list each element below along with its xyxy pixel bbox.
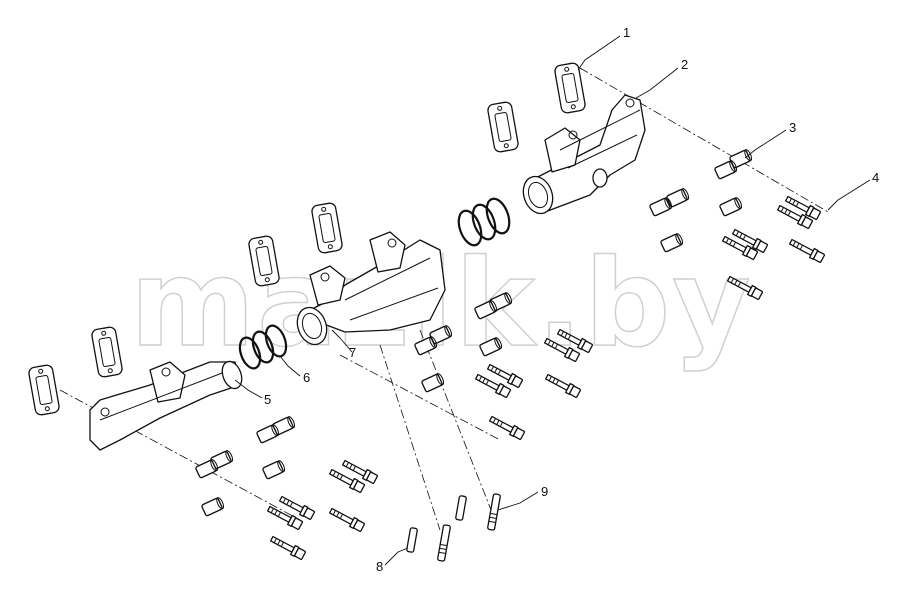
bolt: [328, 468, 366, 493]
gasket: [91, 326, 123, 378]
callout-7: 7: [349, 345, 356, 360]
spacer-sleeve: [474, 300, 498, 320]
stud: [437, 524, 451, 562]
assembly-axes: [59, 67, 831, 531]
seal-rings: [238, 197, 511, 370]
spacer-sleeve: [421, 373, 445, 393]
leader-lines: [234, 35, 871, 566]
gasket: [487, 101, 519, 153]
manifold-rear-section: [522, 94, 646, 215]
spacer-sleeve: [660, 233, 684, 253]
spacer-sleeve: [714, 160, 738, 180]
bolt: [731, 228, 769, 253]
bolt: [544, 373, 582, 398]
spacer-sleeve: [195, 459, 219, 479]
callouts: 1 2 3 4 5 6 7 8 9: [264, 25, 879, 574]
gaskets: [28, 62, 586, 416]
bolt: [776, 204, 814, 229]
spacer-sleeve: [262, 460, 286, 480]
bolts: [266, 195, 826, 560]
stud: [487, 493, 501, 531]
bolt: [486, 363, 524, 388]
bolt: [488, 415, 526, 440]
spacer-sleeve: [719, 197, 743, 217]
bolt: [269, 535, 307, 560]
gasket: [28, 364, 60, 416]
callout-9: 9: [541, 484, 548, 499]
bolt: [556, 328, 594, 353]
bolt: [784, 195, 822, 220]
studs: [406, 493, 501, 562]
stud: [455, 495, 467, 521]
gasket: [311, 202, 343, 254]
callout-2: 2: [681, 57, 688, 72]
gasket: [248, 235, 280, 287]
bolt: [788, 238, 826, 263]
callout-4: 4: [872, 170, 879, 185]
callout-1: 1: [623, 25, 630, 40]
spacer-sleeves: [195, 149, 753, 517]
spacer-sleeve: [479, 337, 503, 357]
callout-6: 6: [303, 370, 310, 385]
gasket: [554, 62, 586, 114]
bolt: [328, 507, 366, 532]
spacer-sleeve: [666, 188, 690, 208]
spacer-sleeve: [649, 197, 673, 217]
bolt: [474, 373, 512, 398]
bolt: [266, 505, 304, 530]
bolt: [278, 495, 316, 520]
spacer-sleeve: [256, 424, 280, 444]
bolt: [721, 235, 759, 260]
bolt: [341, 459, 379, 484]
callout-8: 8: [376, 559, 383, 574]
callout-5: 5: [264, 392, 271, 407]
spacer-sleeve: [201, 497, 225, 517]
callout-3: 3: [789, 120, 796, 135]
stud: [406, 527, 418, 553]
bolt: [543, 337, 581, 362]
bolt: [726, 275, 764, 300]
manifold-middle-section: [296, 231, 446, 346]
spacer-sleeve: [414, 336, 438, 356]
